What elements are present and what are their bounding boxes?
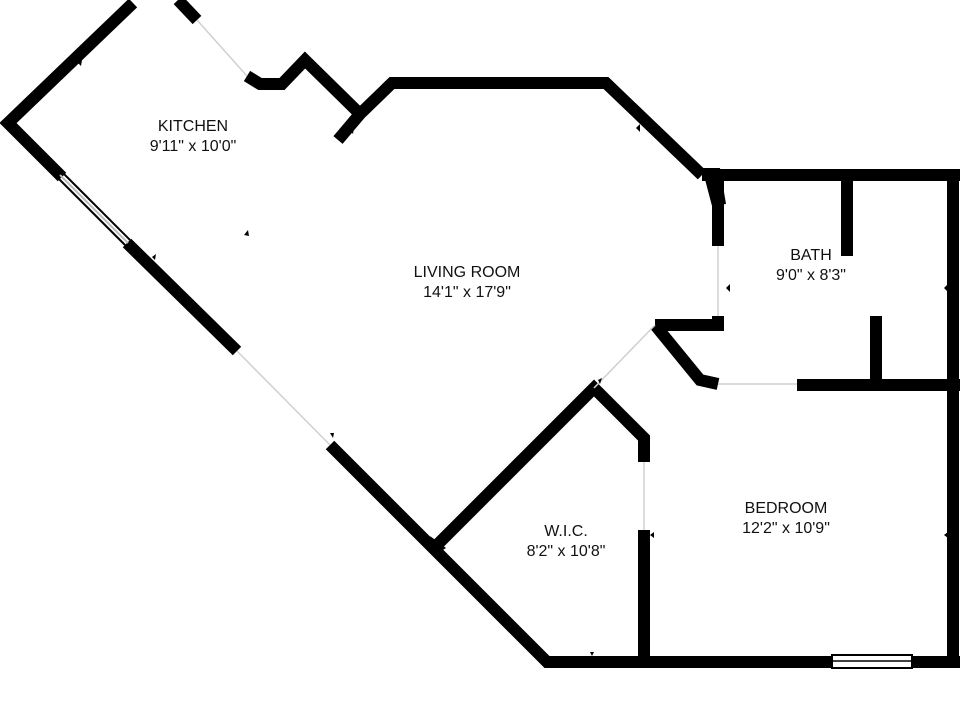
room-label-bedroom: BEDROOM 12'2" x 10'9" (742, 499, 830, 539)
wall-kitchen-notch (173, 0, 202, 25)
room-label-wic: W.I.C. 8'2" x 10'8" (527, 522, 606, 562)
wall-wic-left (432, 379, 650, 550)
window-kitchen (57, 171, 131, 247)
room-name: W.I.C. (544, 523, 588, 540)
room-dimensions: 14'1" x 17'9" (423, 284, 511, 301)
room-dimensions: 9'0" x 8'3" (776, 267, 846, 284)
wall-kitchen-step (243, 51, 365, 119)
room-name: BATH (790, 247, 832, 264)
wall-living-top (333, 77, 707, 180)
wall-living-sw (325, 440, 640, 668)
wall-kitchen-left-lower (122, 238, 242, 356)
room-name: BEDROOM (744, 500, 828, 517)
room-dimensions: 12'2" x 10'9" (742, 520, 830, 537)
room-dimensions: 8'2" x 10'8" (526, 543, 606, 560)
wall-living-bath-lower (655, 316, 724, 331)
wall-bath-corner (650, 321, 720, 390)
opening-living-sw (236, 350, 331, 446)
room-label-kitchen: KITCHEN 9'11" x 10'0" (150, 117, 237, 157)
opening-wic-door (593, 324, 656, 389)
window-bedroom (831, 654, 913, 669)
room-dimensions: 9'11" x 10'0" (149, 138, 237, 155)
wall-kitchen-top (0, 0, 138, 182)
opening-kitchen-top (196, 19, 248, 77)
room-name: LIVING ROOM (413, 264, 521, 281)
room-label-living: LIVING ROOM 14'1" x 17'9" (414, 263, 521, 303)
room-label-bath: BATH 9'0" x 8'3" (776, 246, 846, 286)
room-name: KITCHEN (157, 118, 229, 135)
